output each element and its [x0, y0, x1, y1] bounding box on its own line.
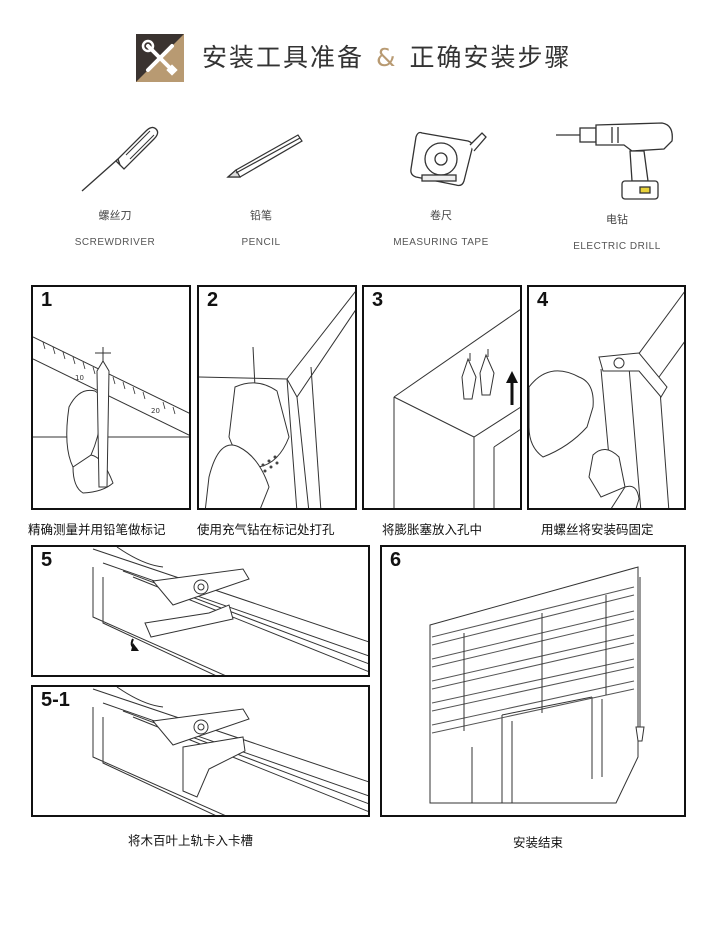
- step-6-panel: 6: [380, 545, 686, 817]
- step-3-caption: 将膨胀塞放入孔中: [382, 522, 483, 537]
- step-number: 5-1: [41, 689, 70, 711]
- step-6-caption: 安装结束: [513, 835, 564, 850]
- step-5-panel: 5: [31, 545, 370, 677]
- step-1-illustration: 10 20: [33, 336, 189, 494]
- tool-label-en: PENCIL: [241, 237, 281, 248]
- title-steps: 正确安装步骤: [409, 43, 572, 72]
- step-number: 2: [207, 289, 219, 311]
- step-2-illustration: [199, 291, 355, 508]
- step-5-1-caption: 将木百叶上轨卡入卡槽: [128, 833, 254, 848]
- title-ampersand: &: [376, 43, 398, 72]
- tool-label-cn: 螺丝刀: [98, 209, 132, 222]
- tool-label-cn: 铅笔: [250, 209, 272, 222]
- ruler-mark-10: 10: [75, 374, 84, 382]
- title-tools: 安装工具准备: [202, 43, 365, 72]
- tape-measure-icon: [410, 131, 487, 187]
- tool-pencil: 铅笔 PENCIL: [186, 115, 336, 248]
- step-6-illustration: [429, 566, 645, 804]
- step-2-panel: 2: [197, 285, 357, 510]
- step-number: 3: [372, 289, 384, 311]
- step-1-caption: 精确测量并用铅笔做标记: [28, 522, 166, 537]
- tool-electric-drill: 电钻 ELECTRIC DRILL: [542, 115, 692, 252]
- screwdriver-icon: [81, 126, 159, 192]
- pencil-icon: [226, 134, 303, 178]
- drill-icon: [556, 122, 673, 200]
- tool-label-en: MEASURING TAPE: [393, 237, 489, 248]
- tool-label-cn: 电钻: [606, 213, 628, 226]
- page-title: 安装工具准备&正确安装步骤: [202, 38, 572, 74]
- step-3-illustration: [393, 309, 520, 508]
- step-2-caption: 使用充气钻在标记处打孔: [197, 522, 335, 537]
- step-5-1-panel: 5-1: [31, 685, 370, 817]
- step-4-panel: 4: [527, 285, 686, 510]
- step-4-illustration: [529, 291, 684, 508]
- step-5-1-illustration: [92, 687, 368, 815]
- header: 安装工具准备&正确安装步骤: [0, 24, 720, 84]
- tool-label-en: ELECTRIC DRILL: [573, 241, 661, 252]
- step-number: 5: [41, 549, 53, 571]
- tools-logo-icon: [136, 34, 184, 82]
- ruler-mark-20: 20: [151, 407, 160, 415]
- step-1-panel: 1 10 20: [31, 285, 191, 510]
- step-number: 4: [537, 289, 549, 311]
- step-number: 1: [41, 289, 53, 311]
- step-number: 6: [390, 549, 402, 571]
- tool-label-en: SCREWDRIVER: [74, 237, 156, 248]
- step-5-illustration: [92, 547, 368, 675]
- step-4-caption: 用螺丝将安装码固定: [541, 522, 654, 537]
- tool-measuring-tape: 卷尺 MEASURING TAPE: [366, 115, 516, 248]
- tool-label-cn: 卷尺: [430, 209, 452, 222]
- step-3-panel: 3: [362, 285, 522, 510]
- tool-screwdriver: 螺丝刀 SCREWDRIVER: [40, 115, 190, 248]
